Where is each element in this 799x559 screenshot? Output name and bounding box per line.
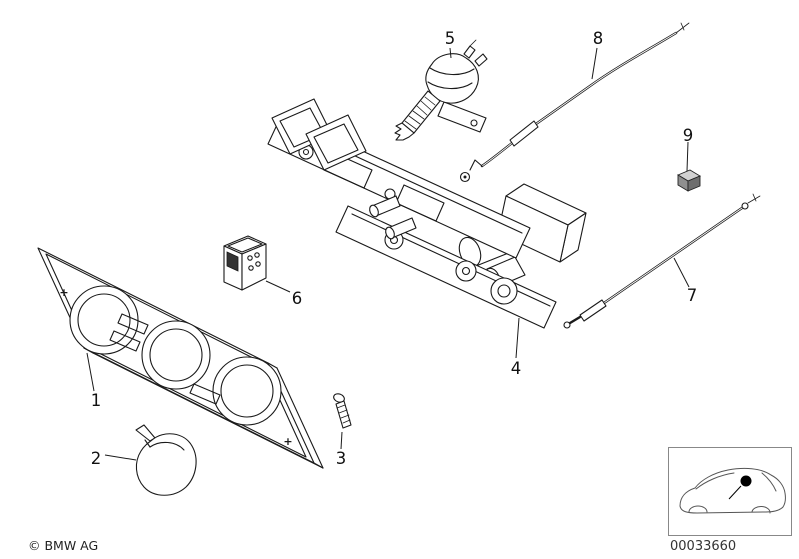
callout-2[interactable]: 2 <box>91 449 102 468</box>
car-outline <box>679 467 786 514</box>
callout-5[interactable]: 5 <box>445 29 456 48</box>
part-8-bowden-cable-drawing <box>459 22 690 183</box>
image-number: 00033660 <box>670 539 736 554</box>
thumbnail-frame <box>668 447 792 536</box>
callout-4[interactable]: 4 <box>511 359 522 378</box>
part-4-housing-drawing <box>267 98 587 329</box>
part-6-switch-drawing <box>223 235 267 291</box>
location-dot <box>740 475 752 487</box>
callout-3[interactable]: 3 <box>336 449 347 468</box>
panel-plus-right: + <box>283 435 292 448</box>
callout-8[interactable]: 8 <box>593 29 604 48</box>
callout-7[interactable]: 7 <box>687 286 698 305</box>
part-9-clip-drawing <box>677 169 701 192</box>
leader-lines <box>86 47 690 461</box>
part-3-screw-drawing <box>333 393 352 429</box>
location-pointer <box>728 485 742 500</box>
part-1-control-panel-drawing: + + <box>37 247 324 469</box>
copyright: © BMW AG <box>28 538 98 553</box>
callout-9[interactable]: 9 <box>683 126 694 145</box>
callout-6[interactable]: 6 <box>292 289 303 308</box>
panel-plus-left: + <box>59 286 68 299</box>
car-locator-thumbnail <box>668 447 792 536</box>
part-5-actuator-motor-drawing <box>394 39 488 141</box>
part-7-bowden-cable-drawing <box>563 193 761 329</box>
part-2-knob-drawing <box>135 424 197 496</box>
callout-labels: 1 2 3 4 5 6 7 8 9 <box>91 29 698 468</box>
callout-1[interactable]: 1 <box>91 391 102 410</box>
